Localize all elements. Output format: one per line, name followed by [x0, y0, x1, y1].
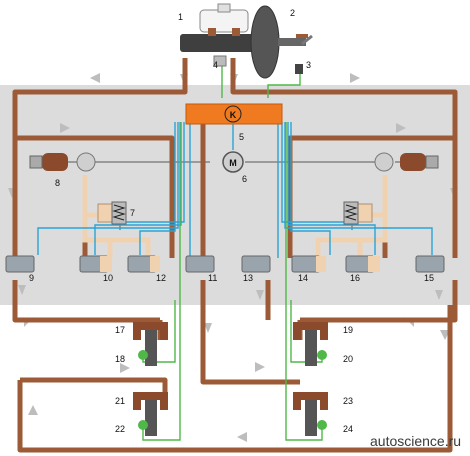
- label-18: 18: [115, 354, 125, 364]
- solenoid-valves: [5, 255, 445, 273]
- signal-wiring: [37, 122, 433, 258]
- label-7: 7: [130, 208, 135, 218]
- wheel-brake-front-left: [133, 322, 168, 366]
- label-3: 3: [306, 60, 311, 70]
- ecu-symbol-circle: [224, 105, 242, 123]
- pump-motor: [222, 151, 244, 173]
- label-1: 1: [178, 12, 183, 22]
- damping-chamber-left: [97, 201, 127, 225]
- label-20: 20: [343, 354, 353, 364]
- label-17: 17: [115, 325, 125, 335]
- label-22: 22: [115, 424, 125, 434]
- label-19: 19: [343, 325, 353, 335]
- fluid-reservoir: [199, 9, 249, 33]
- label-9: 9: [29, 273, 34, 283]
- master-cylinder-assembly: [180, 3, 313, 79]
- label-21: 21: [115, 396, 125, 406]
- label-24: 24: [343, 424, 353, 434]
- label-14: 14: [298, 273, 308, 283]
- label-23: 23: [343, 396, 353, 406]
- motor-symbol: M: [229, 158, 237, 168]
- damping-chamber-right: [343, 201, 373, 225]
- label-8: 8: [55, 178, 60, 188]
- ecu-symbol: K: [230, 110, 237, 120]
- wheel-brake-rear-left: [133, 392, 168, 436]
- brake-pedal-rod: [301, 34, 313, 46]
- return-lines: [82, 175, 388, 258]
- label-15: 15: [424, 273, 434, 283]
- label-11: 11: [208, 273, 217, 283]
- label-2: 2: [290, 8, 295, 18]
- watermark: autoscience.ru: [370, 433, 461, 449]
- label-13: 13: [243, 273, 253, 283]
- low-pressure-accumulator-right: [400, 153, 439, 171]
- label-16: 16: [350, 273, 360, 283]
- master-cylinder: [180, 34, 260, 52]
- low-pressure-accumulator-left: [29, 153, 68, 171]
- label-5: 5: [239, 132, 244, 142]
- brake-booster: [250, 5, 280, 79]
- wheel-brake-front-right: [293, 322, 328, 366]
- component-labels: 1 2 3 4 5 6 7 8 9 10 11 12 13 14 15 16 1…: [29, 8, 434, 434]
- brake-light-switch: [295, 64, 303, 74]
- label-6: 6: [242, 174, 247, 184]
- label-12: 12: [156, 273, 166, 283]
- pump-element-left: [76, 152, 96, 172]
- label-4: 4: [213, 60, 218, 70]
- label-10: 10: [103, 273, 113, 283]
- wheel-brake-rear-right: [293, 392, 328, 436]
- pump-element-right: [374, 152, 394, 172]
